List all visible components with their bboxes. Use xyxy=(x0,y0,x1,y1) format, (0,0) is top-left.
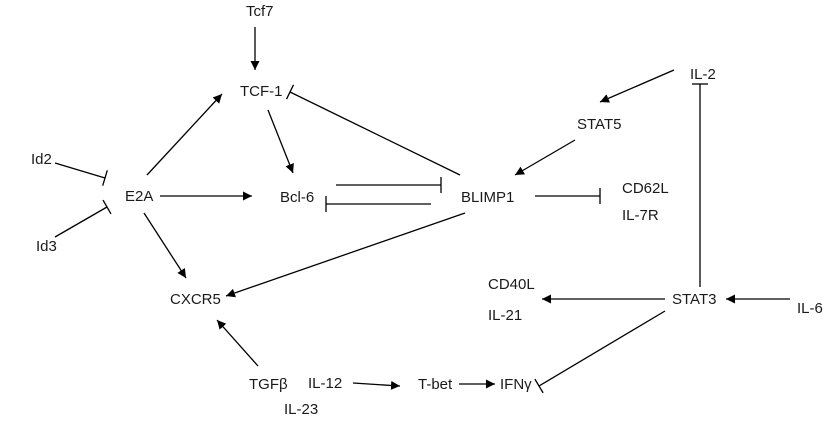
node-ifng: IFNγ xyxy=(500,376,532,393)
edge-il12-to-tbet-activation xyxy=(352,380,401,390)
node-tbet: T-bet xyxy=(418,376,453,393)
node-id2: Id2 xyxy=(31,151,52,168)
node-tcf1: TCF-1 xyxy=(240,83,283,100)
edge-stat5-to-blimp1-activation xyxy=(514,139,576,176)
node-tgfb: TGFβ xyxy=(249,376,288,393)
inhibition-bar-stat3-to-ifng xyxy=(534,378,544,394)
edge-stat3-to-ifng-inhibition xyxy=(538,310,666,387)
edge-id2-to-e2a-inhibition xyxy=(54,162,106,179)
edge-tcf1-to-bcl6-activation xyxy=(267,109,294,174)
node-e2a: E2A xyxy=(125,188,154,205)
node-id3: Id3 xyxy=(36,238,57,255)
edge-group xyxy=(54,27,790,394)
edge-id3-to-e2a-inhibition xyxy=(54,206,108,238)
node-stat5: STAT5 xyxy=(577,116,622,133)
inhibition-bar-blimp1-to-tcf1 xyxy=(285,84,295,100)
node-il12: IL-12 xyxy=(308,375,343,392)
edge-blimp1-to-cxcr5-activation xyxy=(225,212,466,298)
node-il21: IL-21 xyxy=(488,307,523,324)
edge-blimp1-to-tcf1-inhibition xyxy=(289,91,461,176)
inhibition-bar-id2-to-e2a xyxy=(102,170,108,186)
edge-il2-to-stat5-activation xyxy=(599,69,675,103)
edge-tgfb-to-cxcr5-activation xyxy=(216,319,259,367)
node-il2: IL-2 xyxy=(690,66,716,83)
node-cd62l: CD62L xyxy=(622,180,669,197)
edge-e2a-to-tcf1-activation xyxy=(146,93,223,176)
edge-e2a-to-cxcr5-activation xyxy=(143,212,187,279)
node-bcl6: Bcl-6 xyxy=(280,189,315,206)
node-cxcr5: CXCR5 xyxy=(170,291,221,308)
node-blimp1: BLIMP1 xyxy=(461,189,515,206)
node-il6: IL-6 xyxy=(797,300,823,317)
node-il7r: IL-7R xyxy=(622,207,659,224)
node-stat3: STAT3 xyxy=(672,291,717,308)
node-cd40l: CD40L xyxy=(488,276,535,293)
node-tcf7: Tcf7 xyxy=(246,3,274,20)
node-il23: IL-23 xyxy=(284,401,319,418)
inhibition-bar-id3-to-e2a xyxy=(102,199,112,215)
